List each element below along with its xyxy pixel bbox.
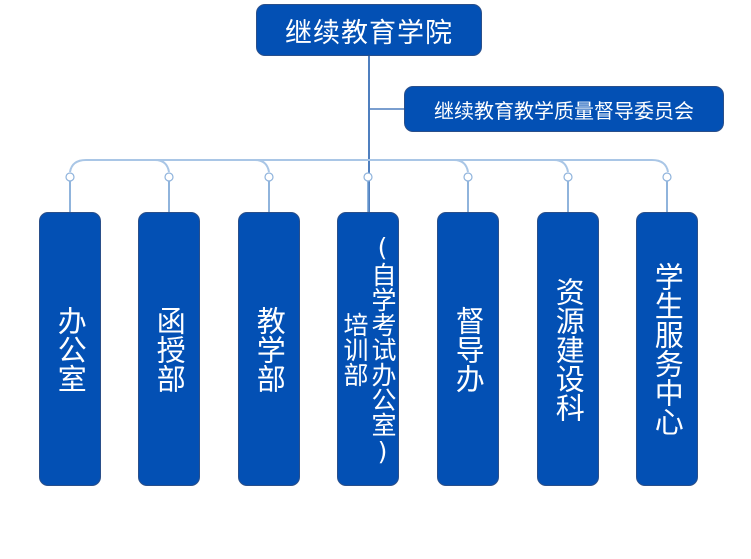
- dept-label: 办公室: [53, 305, 88, 393]
- dept-label: 资源建设科: [551, 276, 586, 422]
- dept-node-teaching: 教学部: [238, 212, 300, 486]
- connector-node-circle: [662, 172, 672, 182]
- committee-node: 继续教育教学质量督导委员会: [404, 86, 724, 132]
- bus-curve: [154, 159, 170, 173]
- dept-sublabel: (自学考试办公室): [368, 232, 397, 466]
- bus-curve: [453, 159, 469, 173]
- bus-curve: [553, 159, 569, 173]
- dept-label: 学生服务中心: [650, 262, 685, 436]
- dept-label: 督导办: [451, 305, 486, 393]
- dept-label: 教学部: [252, 305, 287, 393]
- dept-label: 函授部: [152, 305, 187, 393]
- dept-node-training: 培训部 (自学考试办公室): [337, 212, 399, 486]
- dept-node-correspondence: 函授部: [138, 212, 200, 486]
- bus-line: [69, 159, 669, 173]
- committee-node-label: 继续教育教学质量督导委员会: [434, 98, 694, 123]
- root-node-label: 继续教育学院: [285, 17, 453, 49]
- dept-node-supervision: 督导办: [437, 212, 499, 486]
- connector-node-circle: [65, 172, 75, 182]
- connector-node-circle: [164, 172, 174, 182]
- connector-node-circle: [563, 172, 573, 182]
- dept-node-student-services: 学生服务中心: [636, 212, 698, 486]
- connector-node-circle: [363, 172, 373, 182]
- dept-label: 培训部: [340, 311, 369, 387]
- root-node-college: 继续教育学院: [256, 4, 482, 56]
- dept-node-office: 办公室: [39, 212, 101, 486]
- dept-node-resources: 资源建设科: [537, 212, 599, 486]
- connector-node-circle: [264, 172, 274, 182]
- bus-curve: [254, 159, 270, 173]
- connector-node-circle: [463, 172, 473, 182]
